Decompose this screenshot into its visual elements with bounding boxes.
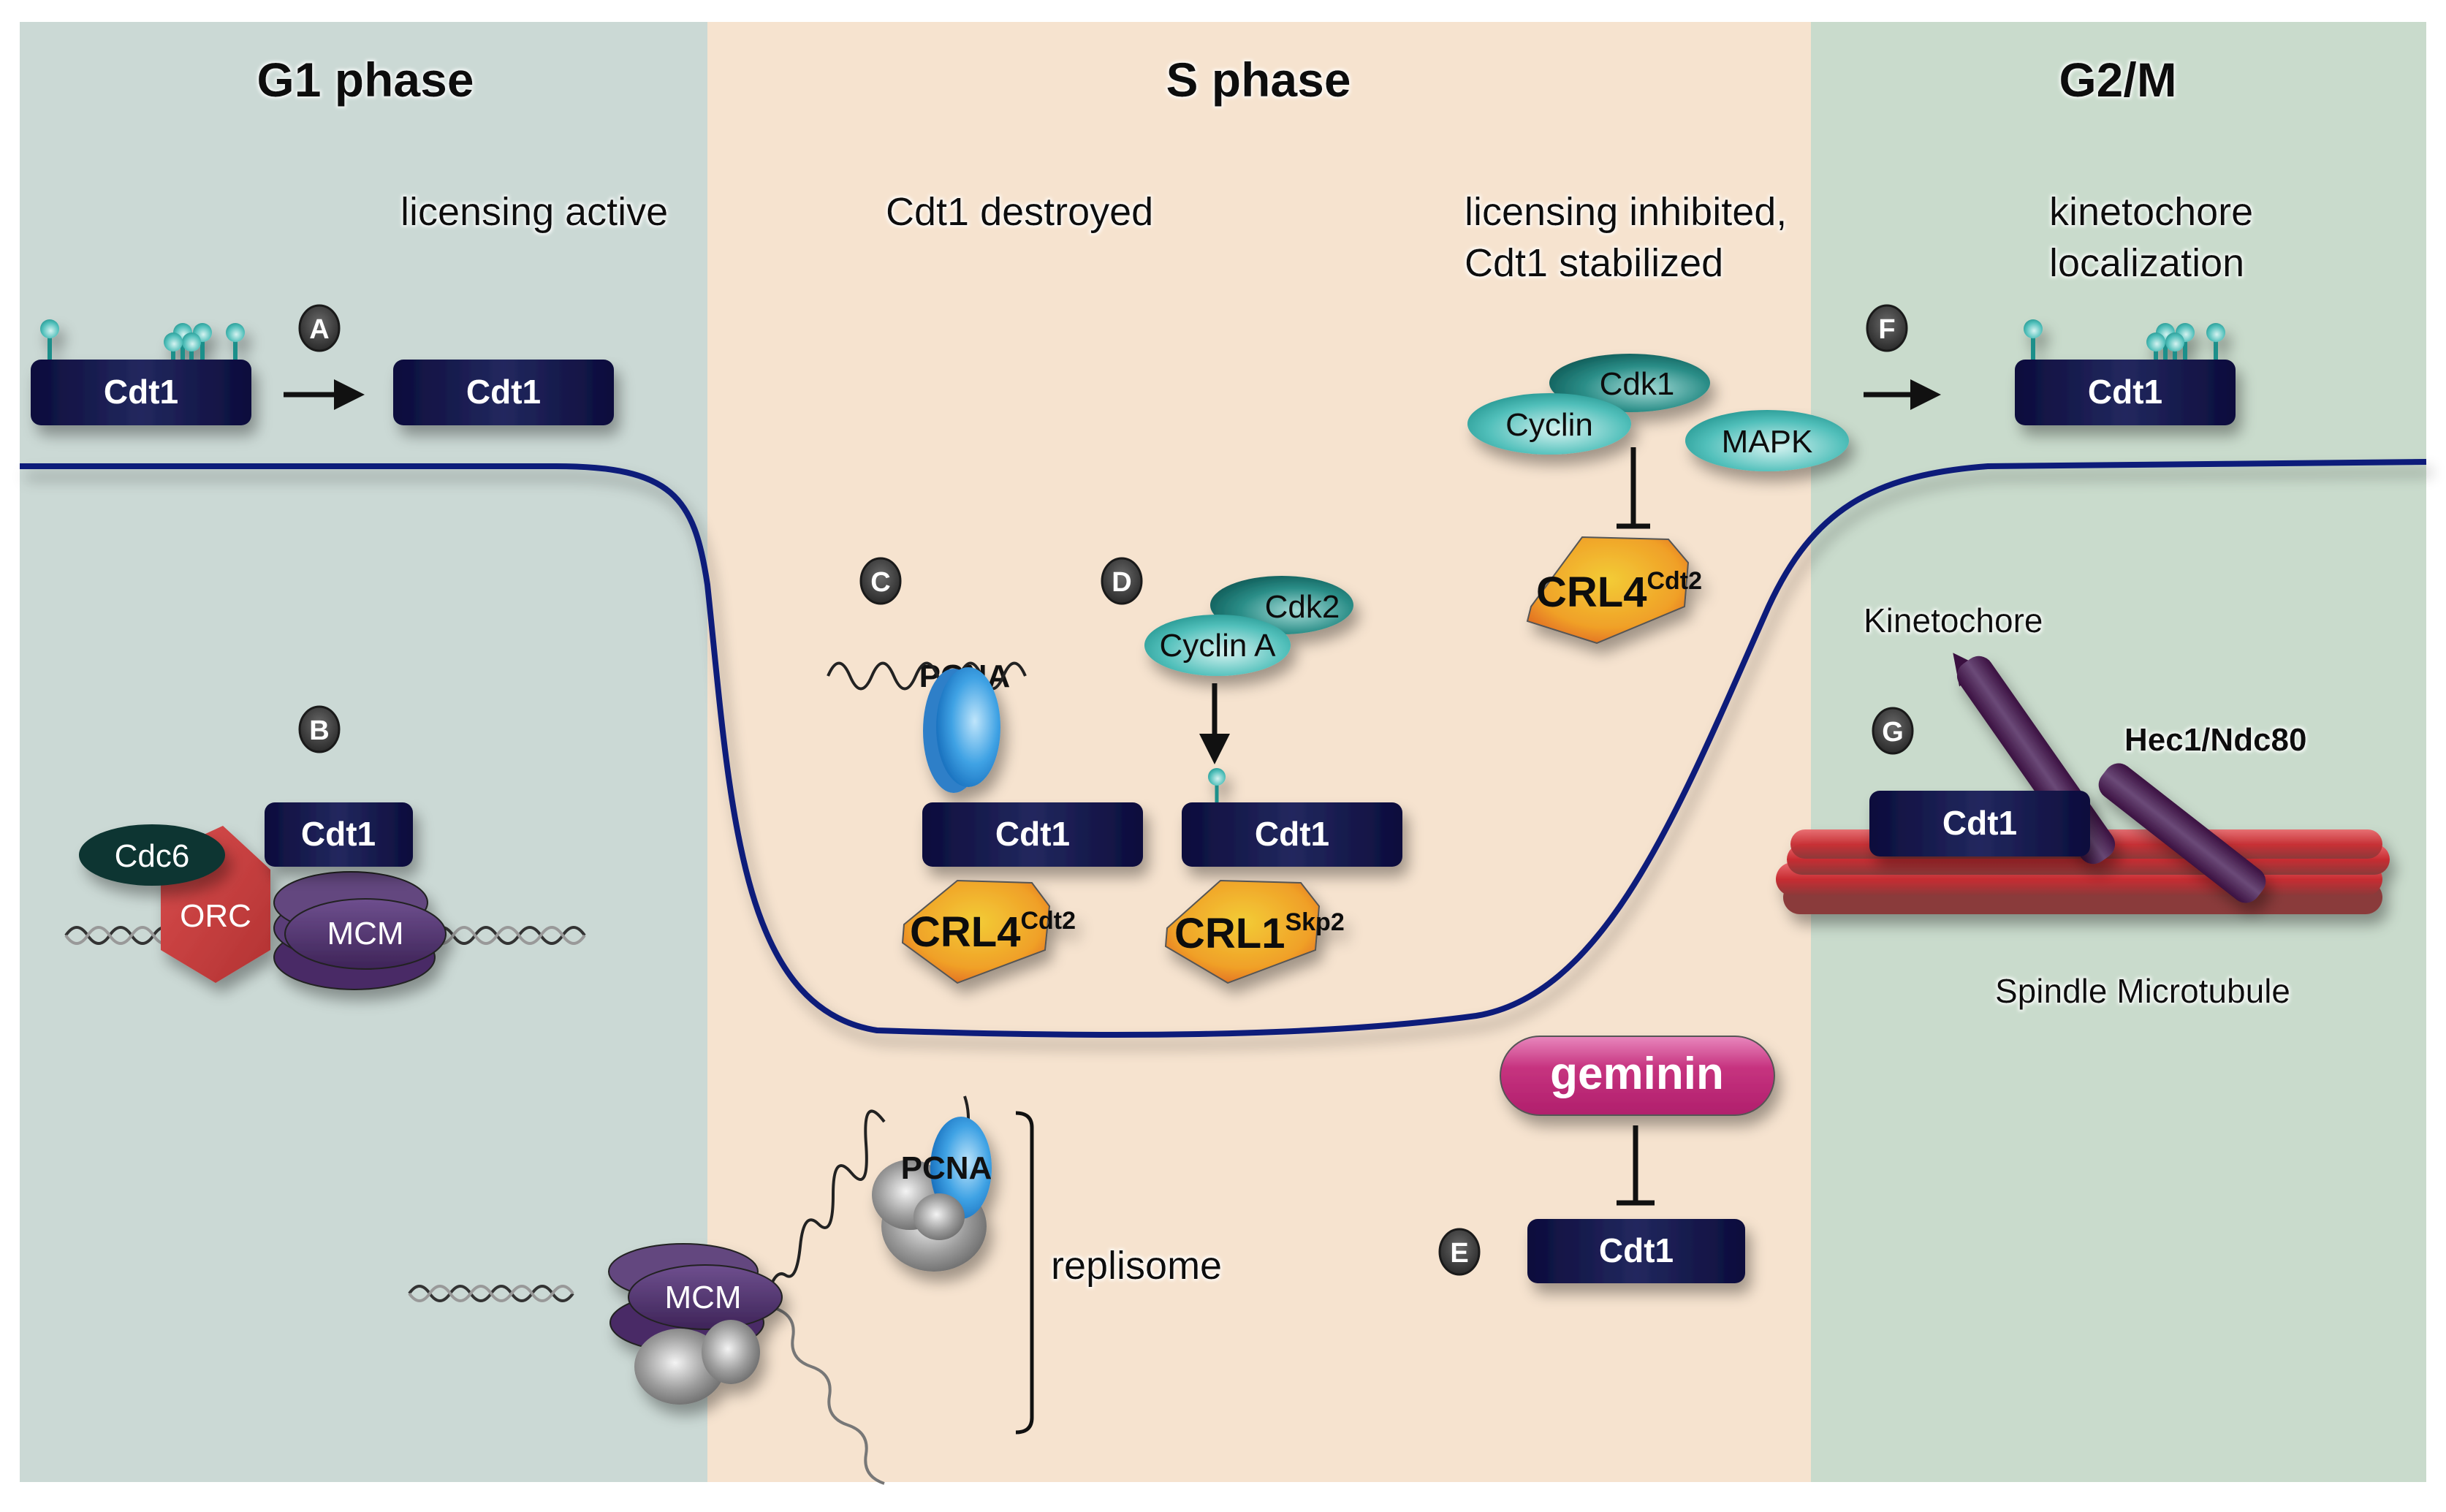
pcna-clamp-c: [923, 667, 1000, 793]
crl4-cdt2-stabilized: CRL4Cdt2: [1526, 536, 1702, 645]
cdt1-label: Cdt1: [1255, 815, 1329, 853]
cdt1-label: Cdt1: [301, 815, 376, 853]
mcm-label: MCM: [664, 1280, 741, 1315]
badge-g: G: [1872, 707, 1914, 755]
badge-e: E: [1438, 1228, 1481, 1276]
replisome-label: replisome: [1051, 1244, 1222, 1288]
badge-c-letter: C: [870, 567, 890, 598]
badge-c: C: [859, 557, 902, 605]
cyclin-a-oval: [1144, 615, 1291, 676]
mapk-kinase: MAPK: [1685, 410, 1849, 471]
caption-cdt1-destroyed: Cdt1 destroyed: [886, 190, 1153, 234]
inhibition-bar-geminin: [1617, 1125, 1655, 1206]
cdt1-box: [31, 360, 251, 425]
badge-g-letter: G: [1882, 717, 1904, 748]
badge-a: A: [298, 304, 341, 352]
caption-kinetochore: kinetochore: [2049, 190, 2253, 234]
badge-f: F: [1866, 304, 1908, 352]
orc-label: ORC: [180, 898, 251, 934]
cdt1-pcna-bound: Cdt1: [922, 802, 1143, 867]
pcna-clamp-replisome: [930, 1117, 992, 1219]
badge-d: D: [1101, 557, 1143, 605]
crl4-label: CRL4Cdt2: [910, 907, 1076, 956]
crl1-skp2-d: CRL1Skp2: [1164, 879, 1345, 984]
mcm-label: MCM: [327, 916, 403, 951]
cdc6-label: Cdc6: [115, 838, 190, 874]
crl4-label: CRL4Cdt2: [1536, 567, 1702, 616]
geminin-protein: geminin: [1500, 1036, 1775, 1116]
g1-phase-panel: [20, 22, 707, 1482]
cdt1-label: Cdt1: [1942, 804, 2017, 842]
cdk2-cyclin-a-complex: Cdk2 Cyclin A: [1144, 576, 1353, 676]
badge-e-letter: E: [1450, 1238, 1468, 1269]
badge-d-letter: D: [1112, 567, 1131, 598]
cdt1-level-curve: [20, 459, 2427, 1038]
cdt1-label: Cdt1: [995, 815, 1070, 853]
mcm-complex-g1: MCM: [273, 871, 447, 990]
cdt1-phosphorylated-g2m: Cdt1: [2015, 319, 2236, 425]
badge-f-letter: F: [1878, 314, 1895, 345]
hec1-ndc80-label: Hec1/Ndc80: [2124, 722, 2306, 758]
replisome-bracket: [1015, 1111, 1034, 1435]
cdt1-box: [1182, 802, 1402, 867]
cdt1-kinetochore: Cdt1: [1869, 791, 2090, 856]
cdt1-label: Cdt1: [104, 373, 178, 411]
pcna-label-replisome: PCNA: [901, 1150, 992, 1186]
cdt1-geminin-bound: Cdt1: [1527, 1219, 1745, 1283]
cdt1-box: [1527, 1219, 1745, 1283]
cdt1-box: [393, 360, 614, 425]
kinetochore-label: Kinetochore: [1864, 601, 2043, 639]
crl4-superscript: Cdt2: [1647, 567, 1702, 595]
s-phase-title: S phase: [1166, 53, 1351, 107]
mapk-label: MAPK: [1722, 424, 1813, 460]
crl4-main: CRL4: [1536, 569, 1647, 616]
cdt1-phospho-d: Cdt1: [1182, 768, 1402, 867]
cdt1-phosphorylated-g1: Cdt1: [31, 319, 251, 425]
dna-helix-g1: [64, 926, 586, 945]
polymerase-leading: [872, 1117, 992, 1272]
mcm-complex-replisome: MCM: [608, 1243, 783, 1405]
cdc6-protein: Cdc6: [79, 824, 225, 886]
cdt1-box: [2015, 360, 2236, 425]
crl4-main: CRL4: [910, 908, 1020, 956]
cdk2-label: Cdk2: [1265, 589, 1340, 625]
caption-cdt1-stabilized: Cdt1 stabilized: [1465, 241, 1723, 285]
cdt1-box: [265, 802, 413, 867]
crl1-label: CRL1Skp2: [1174, 908, 1345, 957]
cdt1-label: Cdt1: [466, 373, 541, 411]
badge-b-letter: B: [309, 715, 329, 746]
geminin-label: geminin: [1550, 1049, 1724, 1099]
badge-b: B: [298, 705, 341, 753]
cdk1-label: Cdk1: [1600, 366, 1675, 402]
caption-licensing-inhibited: licensing inhibited,: [1465, 190, 1787, 234]
cdt1-label: Cdt1: [2088, 373, 2162, 411]
g2m-phase-panel: [1811, 22, 2426, 1482]
badge-a-letter: A: [309, 314, 329, 345]
cyclin-label: Cyclin: [1505, 407, 1593, 443]
cdt1-box: [922, 802, 1143, 867]
cdt1-box: [1869, 791, 2090, 856]
g1-phase-title: G1 phase: [257, 53, 474, 107]
lagging-strand: [774, 1307, 885, 1485]
crl1-main: CRL1: [1174, 910, 1285, 957]
inhibition-bar-crl4: [1617, 447, 1650, 529]
badge-a-circle: [298, 304, 341, 352]
cdt1-label: Cdt1: [1599, 1231, 1674, 1269]
caption-licensing-active: licensing active: [400, 190, 668, 234]
cyclin-oval: [1467, 393, 1631, 455]
cyclin-a-label: Cyclin A: [1160, 628, 1277, 664]
caption-localization: localization: [2049, 241, 2244, 285]
cdt1-licensing: Cdt1: [265, 802, 413, 867]
crl4-cdt2-c: CRL4Cdt2: [901, 879, 1076, 984]
spindle-microtubule-label: Spindle Microtubule: [1995, 972, 2290, 1010]
g2m-phase-title: G2/M: [2059, 53, 2176, 107]
crl4-superscript: Cdt2: [1020, 907, 1076, 935]
cdt1-dephosphorylated-g1: Cdt1: [393, 360, 614, 425]
mapk-oval: [1685, 410, 1849, 471]
crl1-superscript: Skp2: [1285, 908, 1344, 936]
cdk1-cyclin-complex: Cdk1 Cyclin: [1467, 354, 1710, 455]
